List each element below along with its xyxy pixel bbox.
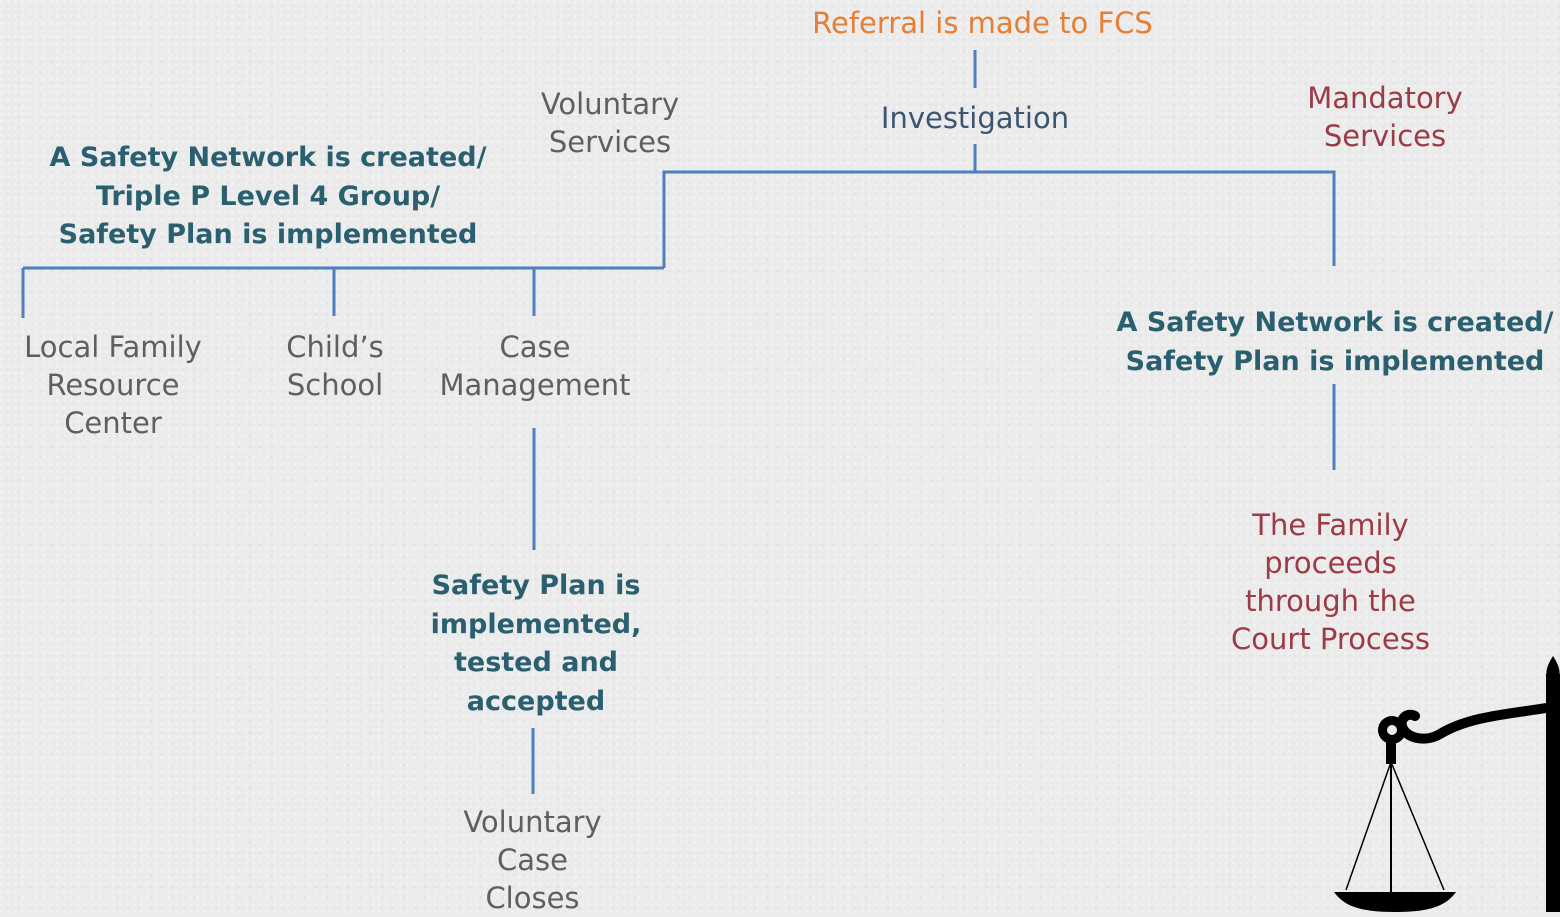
safety-plan-tested-line: accepted bbox=[466, 685, 606, 717]
voluntary-case-closes-node: Voluntary Case Closes bbox=[450, 803, 615, 917]
safety-plan-tested-line: tested and bbox=[453, 647, 618, 678]
family-court-line: Court Process bbox=[1231, 622, 1430, 656]
voluntary-services-line: Voluntary bbox=[540, 87, 680, 121]
case-management-line: Case bbox=[499, 330, 571, 364]
mandatory-services-line: Mandatory bbox=[1307, 81, 1463, 115]
mandatory-services-node: Mandatory Services bbox=[1295, 79, 1475, 155]
investigation-line: Investigation bbox=[880, 101, 1070, 135]
safety-plan-tested-line: implemented, bbox=[430, 608, 642, 640]
mandatory-services-line: Services bbox=[1323, 119, 1447, 153]
voluntary-safety-network-node: A Safety Network is created/ Triple P Le… bbox=[38, 139, 498, 255]
voluntary-safety-network-line: Triple P Level 4 Group/ bbox=[95, 180, 441, 212]
scales-of-justice-icon bbox=[1334, 656, 1560, 912]
case-management-line: Management bbox=[439, 368, 631, 402]
childs-school-line: School bbox=[286, 368, 384, 402]
family-court-node: The Family proceeds through the Court Pr… bbox=[1218, 506, 1443, 658]
voluntary-case-closes-line: Voluntary bbox=[463, 805, 602, 839]
local-family-line: Center bbox=[64, 406, 162, 440]
safety-plan-tested-line: Safety Plan is bbox=[431, 570, 641, 601]
local-family-line: Local Family bbox=[24, 330, 202, 364]
local-family-line: Resource bbox=[46, 368, 180, 402]
voluntary-case-closes-line: Closes bbox=[485, 881, 580, 915]
mandatory-safety-network-node: A Safety Network is created/ Safety Plan… bbox=[1110, 304, 1560, 381]
childs-school-line: Child’s bbox=[286, 330, 384, 364]
family-court-line: proceeds bbox=[1264, 546, 1397, 580]
mandatory-safety-network-line: A Safety Network is created/ bbox=[1116, 307, 1554, 338]
case-management-node: Case Management bbox=[420, 328, 650, 404]
family-court-line: The Family bbox=[1252, 508, 1409, 542]
safety-plan-tested-node: Safety Plan is implemented, tested and a… bbox=[416, 567, 656, 721]
connector-branch-horizontal bbox=[662, 170, 1336, 268]
childs-school-node: Child’s School bbox=[270, 328, 400, 404]
voluntary-services-line: Services bbox=[548, 125, 672, 159]
voluntary-services-node: Voluntary Services bbox=[530, 85, 690, 161]
investigation-node: Investigation bbox=[875, 99, 1075, 137]
local-family-node: Local Family Resource Center bbox=[8, 328, 218, 442]
referral-node: Referral is made to FCS bbox=[805, 4, 1160, 42]
mandatory-safety-network-line: Safety Plan is implemented bbox=[1125, 345, 1545, 377]
voluntary-safety-network-line: Safety Plan is implemented bbox=[58, 219, 478, 250]
voluntary-case-closes-line: Case bbox=[497, 843, 568, 877]
voluntary-safety-network-line: A Safety Network is created/ bbox=[49, 142, 487, 173]
family-court-line: through the bbox=[1245, 584, 1416, 618]
referral-line: Referral is made to FCS bbox=[812, 6, 1153, 40]
